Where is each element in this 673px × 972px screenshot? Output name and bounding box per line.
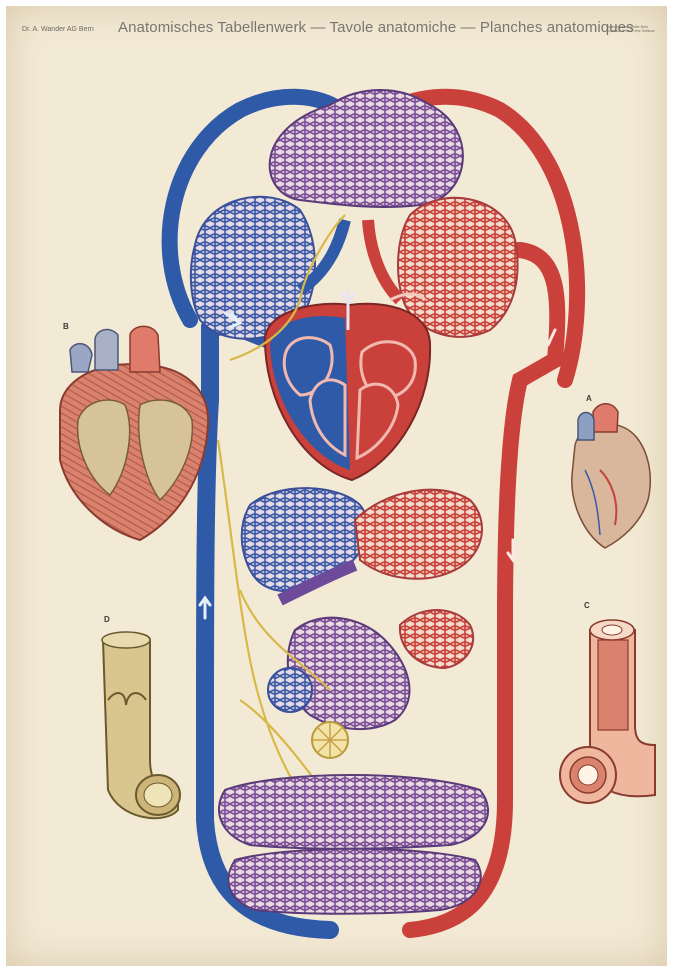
leg-capillary-bed-lower	[228, 849, 480, 914]
figure-label-d: D	[104, 615, 110, 624]
lymph-node-rays	[312, 722, 348, 758]
liver-capillary-bed	[242, 488, 368, 591]
pulmonary-vein	[368, 220, 400, 300]
figure-label-a: A	[586, 394, 592, 403]
gut-arterial-bed	[355, 490, 482, 579]
kidney-capillary-bed	[400, 610, 473, 668]
figure-label-c: C	[584, 601, 590, 610]
figure-a-heart-external	[572, 404, 650, 548]
leg-capillary-bed-upper	[219, 775, 488, 849]
figure-label-b: B	[63, 322, 69, 331]
figure-d-vein-valve	[102, 632, 180, 818]
figure-c-artery-wall	[560, 620, 655, 803]
figure-b-heart-section	[60, 326, 208, 540]
intestine-capillary-bed	[288, 618, 410, 729]
head-capillary-bed	[270, 90, 463, 207]
spleen-capillary-loop	[268, 668, 312, 712]
